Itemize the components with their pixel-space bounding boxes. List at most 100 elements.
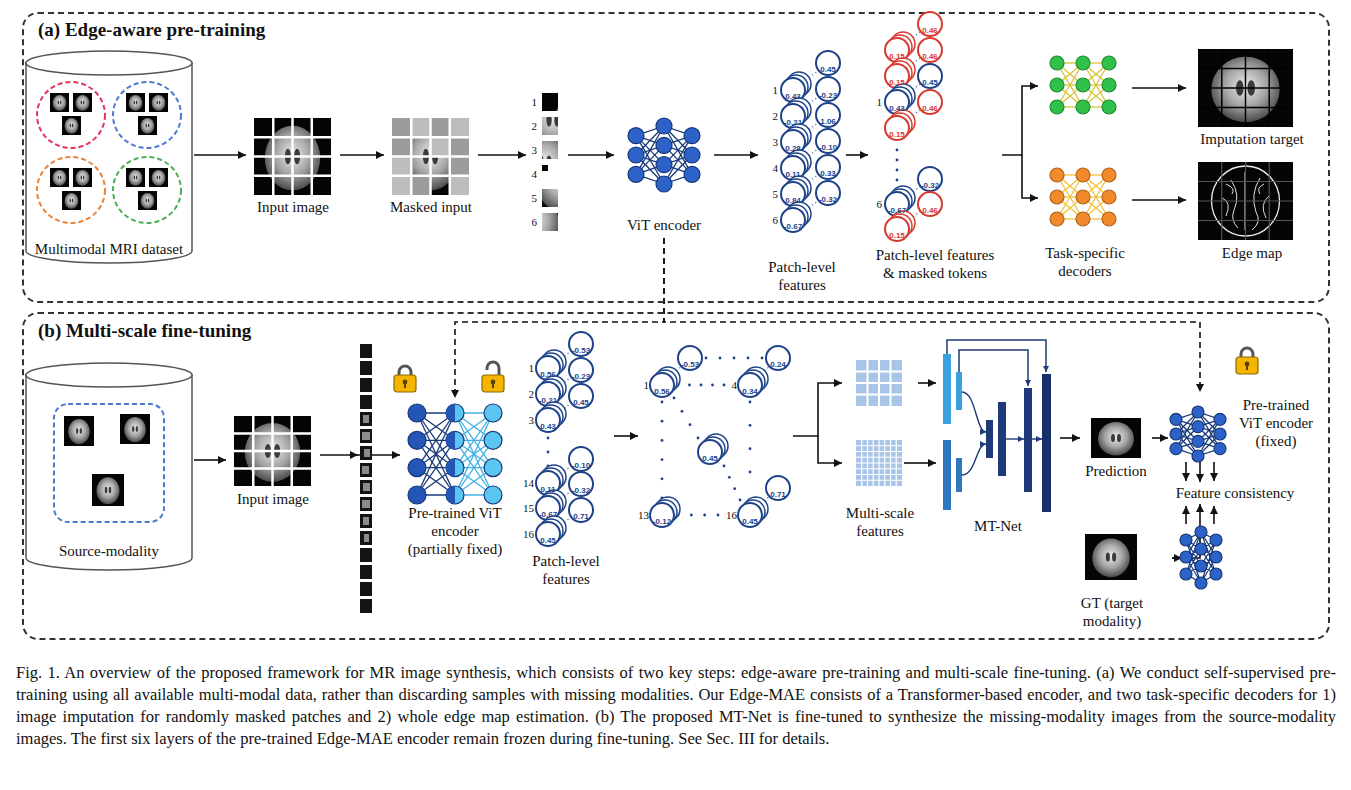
index-number: 6 [860,197,882,211]
text-holder: -0.32 [567,479,595,497]
feature-token [569,384,593,408]
network-unit [684,166,700,182]
feature-value: 0.46 [922,26,938,36]
brain-detail [134,176,136,180]
node-label: GT (target modality) [1052,594,1172,630]
feature-token [918,64,942,88]
text-holder: Pre-trained ViT encoder (fixed) [1230,396,1322,450]
drawing-part [360,480,372,494]
text-holder: 0.71 [567,505,595,523]
network-unit [408,486,426,504]
network-layer [943,440,951,510]
text-holder: Input image [246,198,340,216]
index-number: 1 [515,95,537,109]
text-holder: 0.15 [883,71,911,89]
feature-token [918,192,942,216]
image-ground [502,189,568,255]
text-holder: -0.53 [676,353,704,371]
image-ground [1198,162,1293,240]
ellipsis-dot [728,476,731,479]
feature-value: -0.67 [539,510,557,520]
brain-image [491,112,539,167]
text-holder: Multimodal MRI dataset [24,240,194,258]
drawing-part [1210,568,1222,580]
drawing-part [360,361,372,375]
node-label: Input image [246,198,340,216]
network-unit [408,431,426,449]
network-unit [408,459,426,477]
image-ground [1085,534,1137,580]
network-unit [446,459,464,477]
text-holder: -0.67 [534,503,562,521]
feature-value: 0.56 [540,370,556,380]
network-unit [684,128,700,144]
feature-value: 0.45 [702,454,718,464]
figure-node: Input image [246,114,340,222]
feature-token [536,522,560,546]
network-unit [1076,168,1090,182]
text-holder: 16 [512,527,534,541]
ellipsis-dot [688,384,691,387]
brain-detail [536,215,541,228]
drawing-part [362,500,370,508]
feature-token [918,12,942,36]
index-number: 1 [860,95,882,109]
drawing-part [1195,526,1207,538]
drawing-part [360,531,372,545]
network-unit [1192,406,1204,418]
text-holder: 0.43 [883,97,911,115]
index-number: 3 [756,135,778,149]
index-number: 5 [756,187,778,201]
network-unit [1102,212,1116,226]
text-holder: 0.56 [648,380,676,398]
feature-value: 0.43 [785,92,801,102]
feature-value: 0.45 [573,398,589,408]
arrow-connector [1060,437,1080,439]
ellipsis-dot [717,514,720,517]
drawing-part [487,362,499,376]
ellipsis-dot [673,397,676,400]
feature-value: -0.12 [653,517,671,527]
arrow-connector [1132,87,1186,89]
text-holder: 0.56 [534,363,562,381]
text-holder: 0.71 [764,483,792,501]
ellipsis-dot [661,458,664,461]
feature-map [856,360,902,406]
brain-image [537,156,585,211]
image-ground [138,191,157,210]
ellipsis-dot [703,514,706,517]
image-ground [92,474,124,506]
brain-detail [157,101,159,105]
network-unit [1076,56,1090,70]
ellipsis-dot [697,437,700,440]
drawing-part [1195,543,1207,555]
feature-token [536,382,560,406]
network-unit [684,147,700,163]
node-illustration [24,50,194,265]
text-holder: 6 [515,215,537,229]
drawing-part [1236,357,1258,374]
feature-value: 1.06 [820,117,836,127]
brain-image [521,136,569,191]
figure-node: Pre-trained ViT encoder (partially fixed… [400,398,510,560]
text-holder: 0.45 [534,529,562,547]
drawing-part [362,432,370,440]
text-holder: 16 [715,508,737,522]
node-label: Feature consistency [1150,484,1320,502]
figure-node: Pre-trained ViT encoder (fixed) [1168,392,1326,462]
text-holder: 0.45 [916,71,944,89]
brain-detail [1117,434,1121,442]
brain-detail [1106,552,1110,561]
feature-token [885,192,909,216]
masked-patch [392,176,411,195]
node-label: Imputation target [1186,130,1318,148]
brain-detail [72,124,74,128]
text-holder: 1 [512,361,534,375]
brain-detail [136,101,138,105]
node-illustration [24,362,194,572]
grid-line [884,440,885,486]
layer-link [962,444,986,475]
drawing-part [1195,560,1207,572]
grid-line [311,118,314,195]
text-holder: -0.67 [779,215,807,233]
